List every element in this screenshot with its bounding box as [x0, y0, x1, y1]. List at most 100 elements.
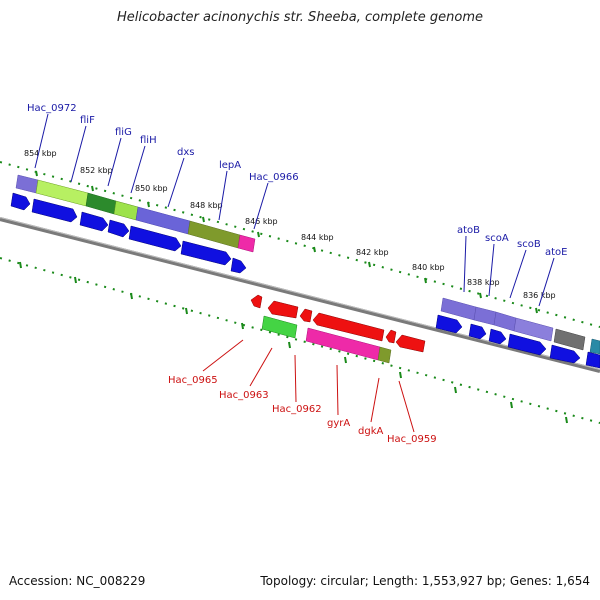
forward-arrow [107, 219, 130, 238]
reverse-arrow [267, 300, 299, 319]
accession-text: Accession: NC_008229 [9, 574, 146, 588]
kbp-label: 848 kbp [190, 201, 223, 210]
gene-label-hac-0965[interactable]: Hac_0965 [168, 375, 218, 386]
tick [91, 185, 94, 192]
kbp-label: 838 kbp [467, 278, 500, 287]
kbp-label: 836 kbp [523, 291, 556, 300]
gene-block [513, 317, 554, 342]
gene-label-atoe[interactable]: atoE [545, 247, 568, 258]
leader-line [488, 243, 495, 297]
gene-block [473, 306, 497, 326]
gene-label-hac-0972[interactable]: Hac_0972 [27, 103, 77, 114]
tick [454, 386, 457, 394]
tick [368, 261, 371, 268]
forward-arrow [230, 257, 247, 274]
gene-label-hac-0966[interactable]: Hac_0966 [249, 172, 299, 183]
reverse-arrow [312, 312, 385, 342]
tick [535, 307, 538, 314]
tick [147, 201, 150, 208]
gene-block [261, 315, 298, 339]
leader-line [398, 380, 415, 433]
forward-gene-arrows [10, 192, 600, 369]
kbp-label: 846 kbp [245, 217, 278, 226]
gene-block [237, 234, 256, 253]
tick [399, 371, 402, 379]
kbp-label: 850 kbp [135, 184, 168, 193]
gene-label-flig[interactable]: fliG [115, 127, 132, 138]
gene-label-hac-0962[interactable]: Hac_0962 [272, 404, 322, 415]
tick [565, 416, 568, 424]
kbp-label: 844 kbp [301, 233, 334, 242]
forward-arrow [180, 240, 232, 266]
gene-block [553, 328, 586, 351]
leader-line [249, 347, 273, 387]
gene-label-scoa[interactable]: scoA [485, 233, 509, 244]
forward-arrow [128, 225, 182, 252]
forward-arrow [488, 328, 507, 345]
leader-line [34, 113, 49, 169]
gene-label-gyra[interactable]: gyrA [327, 418, 350, 429]
genome-summary-text: Topology: circular; Length: 1,553,927 bp… [260, 574, 590, 588]
gene-label-atob[interactable]: atoB [457, 225, 480, 236]
tick [202, 216, 205, 223]
forward-arrow [31, 198, 78, 223]
tick [35, 170, 38, 177]
forward-arrow [468, 323, 487, 340]
tick [288, 341, 291, 349]
gene-label-dgka[interactable]: dgkA [358, 426, 383, 437]
forward-arrow [549, 344, 581, 364]
tick [74, 276, 77, 284]
leader-line [130, 145, 146, 194]
bottom-leader-lines [202, 339, 415, 433]
reverse-arrow [385, 329, 397, 344]
outer-major-ticks [35, 170, 538, 314]
tick [510, 401, 513, 409]
tick [344, 356, 347, 364]
gene-label-scob[interactable]: scoB [517, 239, 541, 250]
gene-block [589, 338, 600, 355]
tick [313, 246, 316, 253]
leader-line [70, 125, 87, 183]
leader-line [253, 182, 269, 230]
gene-label-lepa[interactable]: lepA [219, 160, 241, 171]
gene-block [113, 200, 139, 221]
gene-label-flih[interactable]: fliH [140, 135, 157, 146]
forward-arrow [585, 351, 600, 369]
forward-arrow [435, 314, 463, 334]
gene-block [377, 346, 392, 364]
reverse-arrow [395, 334, 426, 353]
genome-backbone [0, 217, 600, 373]
leader-line [294, 354, 297, 403]
tick [479, 292, 482, 299]
leader-line [463, 235, 467, 293]
kbp-label: 852 kbp [80, 166, 113, 175]
leader-line [107, 137, 122, 187]
gene-label-hac-0963[interactable]: Hac_0963 [219, 390, 269, 401]
gene-label-flif[interactable]: fliF [80, 115, 95, 126]
genome-title: Helicobacter acinonychis str. Sheeba, co… [116, 10, 483, 25]
top-leader-lines [34, 113, 555, 307]
gene-block [440, 297, 477, 321]
reverse-gene-arrows [250, 294, 426, 353]
gene-block [85, 192, 117, 215]
gene-label-dxs[interactable]: dxs [177, 147, 194, 158]
leader-line [202, 339, 244, 372]
tick [257, 231, 260, 238]
reverse-arrow [299, 308, 313, 323]
upper-ortholog-track [15, 174, 600, 355]
leader-line [538, 257, 555, 307]
gene-label-hac-0959[interactable]: Hac_0959 [387, 434, 437, 445]
gene-block [493, 311, 517, 332]
forward-arrow [507, 333, 547, 356]
gene-block [187, 220, 241, 249]
tick [130, 292, 133, 300]
tick [19, 261, 22, 269]
kbp-label: 840 kbp [412, 263, 445, 272]
tick [424, 277, 427, 284]
kbp-label: 854 kbp [24, 149, 57, 158]
leader-line [336, 364, 339, 416]
gene-block [15, 174, 39, 194]
inner-major-ticks [19, 261, 568, 424]
forward-arrow [79, 211, 109, 232]
